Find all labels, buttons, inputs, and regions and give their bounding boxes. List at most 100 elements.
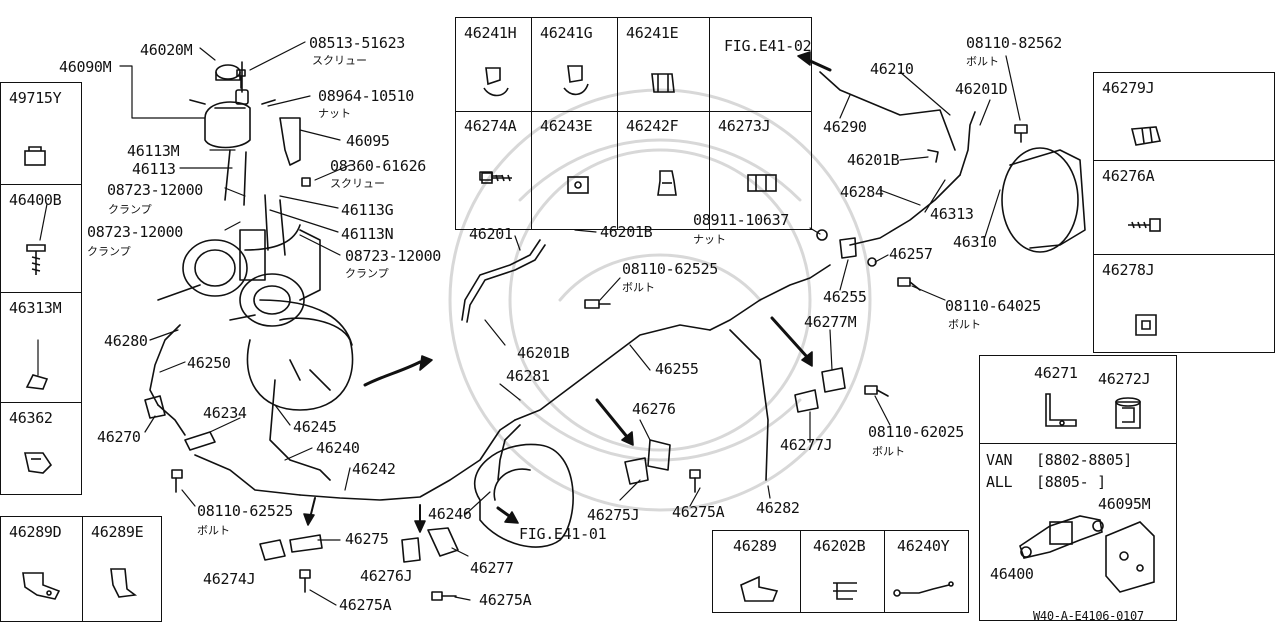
clip-icon (1135, 314, 1157, 336)
label-08360-61626: 08360-61626 (330, 157, 427, 175)
part-cell-46243E: 46243E (532, 111, 618, 229)
pipe-icon (893, 581, 954, 597)
part-cell-46240Y: 46240Y (885, 531, 968, 612)
nut-note: ナット (318, 107, 351, 120)
brake-pipes (149, 71, 976, 501)
fig-ref-e41-02[interactable]: FIG.E41-02 (724, 37, 812, 55)
part-number: 46241E (626, 24, 679, 42)
bolt-note-4: ボルト (872, 445, 905, 458)
part-cell-46289D: 46289D (1, 517, 83, 621)
part-cell-46276A: 46276A (1094, 161, 1274, 255)
part-number-46271: 46271 (1034, 364, 1078, 382)
label-08723-12000-a: 08723-12000 (107, 181, 204, 199)
part-number: 46279J (1102, 79, 1155, 97)
label-46270: 46270 (97, 428, 141, 446)
all-range: [8805- ] (1036, 473, 1106, 491)
label-46275: 46275 (345, 530, 389, 548)
brake-drum-center (473, 443, 574, 548)
clip-icon (657, 170, 677, 196)
bolt-icon (481, 172, 512, 184)
clamp-bracket-icon (110, 568, 138, 598)
top-parts-grid: 46241H 46241G 46241E 46274A 46243E 46242… (455, 17, 812, 230)
bottom-left-parts-box: 46289D 46289E (0, 516, 162, 622)
grid-empty-cell (710, 18, 811, 111)
label-46242: 46242 (352, 460, 396, 478)
part-cell-46241G: 46241G (532, 18, 618, 111)
label-46280: 46280 (104, 332, 148, 350)
drawing-code: W40-A-E4106-0107 (1033, 609, 1144, 623)
part-cell-46279J: 46279J (1094, 73, 1274, 161)
part-number: 46289E (91, 523, 144, 541)
grid-row-divider (456, 111, 811, 112)
label-46275A-c: 46275A (672, 503, 725, 521)
part-number: 46289D (9, 523, 62, 541)
label-08110-64025: 08110-64025 (945, 297, 1042, 315)
bracket-icon (1045, 393, 1077, 427)
label-46284: 46284 (840, 183, 884, 201)
label-46277M: 46277M (804, 313, 857, 331)
part-number: 46274A (464, 117, 517, 135)
label-46201B-b: 46201B (517, 344, 570, 362)
clamp-note-1: クランプ (108, 203, 152, 216)
clamp-note-2: クランプ (87, 245, 131, 258)
label-46250: 46250 (187, 354, 231, 372)
clamp-note-3: クランプ (345, 267, 389, 280)
part-number: 46273J (718, 117, 771, 135)
nut-note-2: ナット (693, 233, 726, 246)
part-number: 46313M (9, 299, 62, 317)
label-46113N: 46113N (341, 225, 394, 243)
part-cell-46242F: 46242F (618, 111, 710, 229)
label-46246: 46246 (428, 505, 472, 523)
label-46113G: 46113G (341, 201, 394, 219)
label-08110-82562: 08110-82562 (966, 34, 1063, 52)
label-46310: 46310 (953, 233, 997, 251)
label-08110-62525-a: 08110-62525 (622, 260, 719, 278)
label-46257: 46257 (889, 245, 933, 263)
label-46210: 46210 (870, 60, 914, 78)
label-46113: 46113 (132, 160, 176, 178)
van-range: [8802-8805] (1036, 451, 1133, 469)
part-number: 46289 (733, 537, 777, 555)
grommet-icon (25, 374, 49, 390)
label-46276: 46276 (632, 400, 676, 418)
label-46255-a: 46255 (655, 360, 699, 378)
bolt-note-5: ボルト (966, 55, 999, 68)
label-46201D: 46201D (955, 80, 1008, 98)
label-46201B-c: 46201B (847, 151, 900, 169)
label-46201B-a: 46201B (600, 223, 653, 241)
part-number: 46241H (464, 24, 517, 42)
label-46274J: 46274J (203, 570, 256, 588)
part-number: 46362 (9, 409, 53, 427)
watermark-emblem (448, 88, 872, 512)
label-46282: 46282 (756, 499, 800, 517)
all-label: ALL (986, 473, 1013, 491)
label-46234: 46234 (203, 404, 247, 422)
clip-icon (483, 67, 509, 97)
brake-drum-right (1001, 147, 1086, 253)
label-46090M: 46090M (59, 58, 112, 76)
part-cell-46362: 46362 (1, 403, 81, 494)
part-number-46095M: 46095M (1098, 495, 1151, 513)
part-cell-46202B: 46202B (801, 531, 885, 612)
clip-icon (563, 65, 589, 96)
label-46245: 46245 (293, 418, 337, 436)
clip-icon (747, 174, 777, 192)
bolt-icon (1128, 218, 1161, 232)
clamp-bracket-icon (22, 572, 61, 600)
clamp-bracket-icon (740, 575, 779, 602)
part-cell-46278J: 46278J (1094, 255, 1274, 352)
bolt-note-3: ボルト (948, 318, 981, 331)
part-cell-46274A: 46274A (456, 111, 532, 229)
label-08911-10637: 08911-10637 (693, 211, 790, 229)
right-parts-box: 46279J 46276A 46278J (1093, 72, 1275, 353)
leader-lines (37, 41, 1021, 606)
label-46277J: 46277J (780, 436, 833, 454)
part-number: 46242F (626, 117, 679, 135)
part-cell-46273J: 46273J (710, 111, 811, 229)
label-46201: 46201 (469, 225, 513, 243)
screw-note-2: スクリュー (330, 177, 385, 190)
bushing-icon (1115, 397, 1141, 429)
fig-ref-e41-01[interactable]: FIG.E41-01 (519, 525, 607, 543)
part-number-46400: 46400 (990, 565, 1034, 583)
